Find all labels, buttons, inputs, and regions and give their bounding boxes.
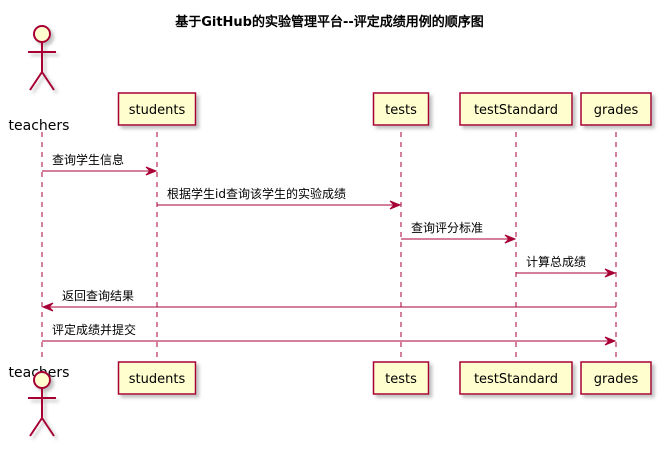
message-1: 查询学生信息 bbox=[42, 152, 158, 176]
participant-rect bbox=[117, 361, 197, 395]
participant-rect bbox=[459, 361, 573, 395]
message-label: 根据学生id查询该学生的实验成绩 bbox=[167, 186, 346, 201]
message-label: 查询评分标准 bbox=[411, 221, 483, 235]
participant-rect bbox=[580, 92, 652, 126]
diagram-title: 基于GitHub的实验管理平台--评定成绩用例的顺序图 bbox=[174, 14, 484, 30]
participant-box-tests-bottom: tests bbox=[372, 361, 430, 395]
participant-rect bbox=[372, 92, 430, 126]
participant-label: students bbox=[129, 372, 186, 387]
message-5: 返回查询结果 bbox=[41, 289, 616, 312]
participants: teachersteachersstudentsstudentsteststes… bbox=[9, 25, 652, 437]
stick-figure-icon bbox=[28, 371, 56, 437]
participant-rect bbox=[117, 92, 197, 126]
participant-box-testStandard-bottom: testStandard bbox=[459, 361, 573, 395]
arrowhead-icon bbox=[504, 234, 517, 244]
stick-figure-icon bbox=[28, 25, 56, 91]
participant-box-students-top: students bbox=[117, 92, 197, 126]
actor-label-top: teachers bbox=[9, 118, 70, 134]
participant-label: students bbox=[129, 103, 186, 118]
participant-label: testStandard bbox=[474, 103, 558, 118]
arrowhead-icon bbox=[145, 166, 158, 176]
participant-label: tests bbox=[385, 372, 417, 387]
message-6: 评定成绩并提交 bbox=[42, 322, 617, 346]
participant-box-grades-bottom: grades bbox=[580, 361, 652, 395]
participant-label: grades bbox=[594, 372, 639, 387]
participant-label: tests bbox=[385, 103, 417, 118]
arrowhead-icon bbox=[41, 302, 54, 312]
message-3: 查询评分标准 bbox=[401, 221, 517, 244]
participant-rect bbox=[372, 361, 430, 395]
participant-box-tests-top: tests bbox=[372, 92, 430, 126]
participant-label: grades bbox=[594, 103, 639, 118]
participant-box-students-bottom: students bbox=[117, 361, 197, 395]
participant-box-testStandard-top: testStandard bbox=[459, 92, 573, 126]
message-label: 评定成绩并提交 bbox=[52, 322, 136, 337]
messages: 查询学生信息根据学生id查询该学生的实验成绩查询评分标准计算总成绩返回查询结果评… bbox=[41, 152, 617, 346]
participant-label: testStandard bbox=[474, 372, 558, 387]
participant-box-grades-top: grades bbox=[580, 92, 652, 126]
message-label: 计算总成绩 bbox=[526, 254, 586, 269]
arrowhead-icon bbox=[604, 336, 617, 346]
lifelines bbox=[41, 132, 617, 362]
participant-rect bbox=[459, 92, 573, 126]
message-label: 返回查询结果 bbox=[62, 289, 134, 303]
arrowhead-icon bbox=[389, 200, 402, 210]
arrowhead-icon bbox=[604, 268, 617, 278]
message-4: 计算总成绩 bbox=[516, 254, 617, 278]
message-2: 根据学生id查询该学生的实验成绩 bbox=[157, 186, 402, 210]
participant-rect bbox=[580, 361, 652, 395]
message-label: 查询学生信息 bbox=[52, 152, 124, 167]
